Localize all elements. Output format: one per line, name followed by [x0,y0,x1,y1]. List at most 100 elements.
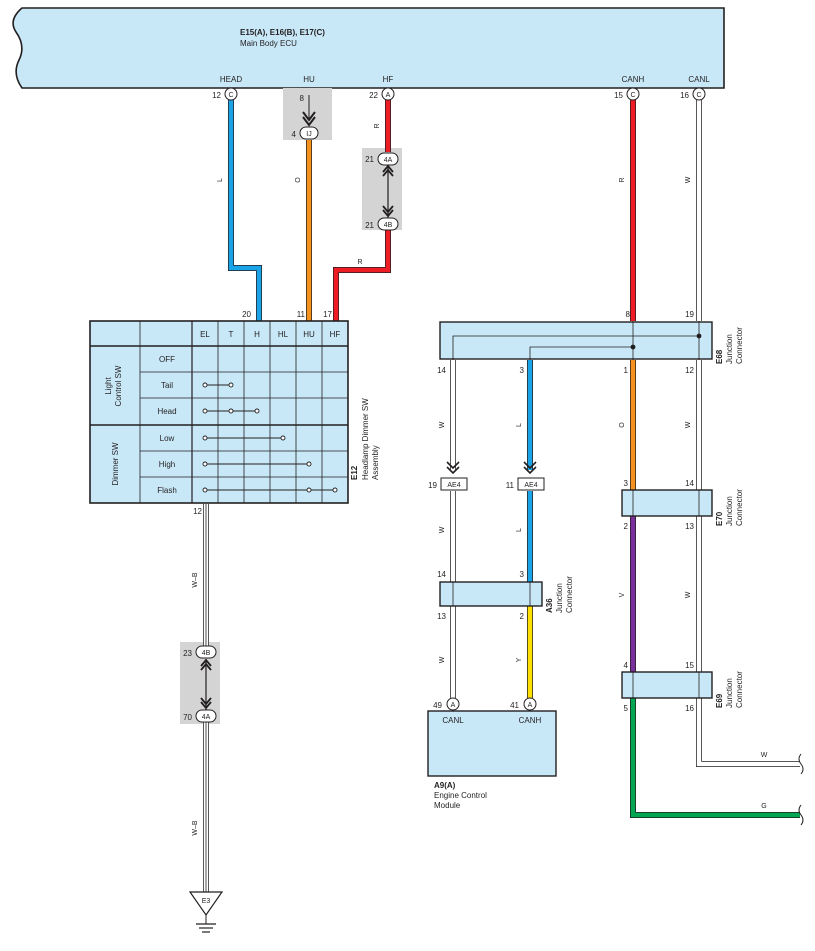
ecu-pin-hf: 22 A [369,87,395,101]
pin-conn: C [630,92,635,99]
wire-label: O [619,422,626,428]
ecu-title: E15(A), E16(B), E17(C) [240,28,325,37]
main-body-ecu: E15(A), E16(B), E17(C) Main Body ECU HEA… [12,7,725,89]
wire-label: W [761,752,768,759]
pin-conn: C [696,92,701,99]
pin-num: 41 [510,701,519,710]
wire-label: W–B [192,572,199,588]
wire-e69-16-w [696,698,800,767]
connector-4a-bottom: 70 4A [183,709,217,723]
wire-e69-5-g [630,698,800,818]
wire-hf-r [333,100,391,321]
ecu-pin-hu: 8 [300,94,316,127]
wire-label: R [357,259,362,266]
pin-num: 3 [520,570,525,579]
col-header: HU [303,330,315,339]
e70-line2: Connector [735,489,744,526]
pin-num: 2 [624,522,629,531]
wire-label: Y [516,657,523,662]
pin-num: 17 [323,310,332,319]
wire-label: G [761,803,766,810]
wire-label: W [685,591,692,598]
pin-num: 13 [437,612,446,621]
switch-id: E12 [350,465,359,480]
col-header: HL [278,330,289,339]
ecu-pin-canh: 15 C [614,87,640,101]
a36-line2: Connector [565,576,574,613]
pin-num: 2 [520,612,525,621]
pin-num: 8 [626,310,631,319]
e69-line2: Connector [735,671,744,708]
ecm-line2: Module [434,801,461,810]
pin-num: 21 [365,155,374,164]
ecu-term-canh: CANH [622,75,645,84]
switch-name-2: Assembly [371,445,380,480]
ecm-term-canl: CANL [442,716,464,725]
wire-label: O [295,177,302,183]
wire-label: W [439,656,446,663]
row-label: Tail [161,381,173,390]
e69-id: E69 [715,693,724,708]
pin-num: 1 [624,366,629,375]
junction-connector-e70: 3 14 2 13 E70 Junction Connector [621,479,744,531]
wire-label: W [439,526,446,533]
ecu-term-hf: HF [383,75,394,84]
wire-break-w [798,753,804,775]
connector-label: IJ [306,131,311,138]
wire-head-l [228,100,262,321]
pin-num: 4 [292,130,297,139]
pin-num: 49 [433,701,442,710]
pin-num: 19 [428,481,437,490]
wire-label: L [516,528,523,532]
connector-down-arrow [200,697,212,710]
wire-label: W–B [192,820,199,836]
pin-conn: C [228,92,233,99]
pin-num: 20 [242,310,251,319]
pin-num: 12 [193,507,202,516]
pin-num: 15 [685,661,694,670]
ecu-subtitle: Main Body ECU [240,39,297,48]
connector-ij: 4 IJ [292,126,319,140]
pin-num: 3 [624,479,629,488]
col-header: HF [330,330,341,339]
pin-num: 14 [685,479,694,488]
wire-label: V [619,592,626,597]
e68-line1: Junction [725,334,734,364]
ecu-term-head: HEAD [220,75,242,84]
wire-label: W [685,421,692,428]
pin-num: 3 [520,366,525,375]
junction-connector-a36: 14 3 13 2 A36 Junction Connector [437,570,574,621]
junction-connector-e69: 4 15 5 16 E69 Junction Connector [621,661,744,713]
ecu-term-hu: HU [303,75,315,84]
wire-break-g [798,804,804,826]
pin-num: 13 [685,522,694,531]
connector-ae4-left: 19 AE4 [428,461,468,491]
ecu-term-canl: CANL [688,75,710,84]
pin-num: 16 [685,704,694,713]
wire-label: L [217,178,224,182]
ecu-pin-head: 12 C [212,87,238,101]
connector-label: 4A [202,714,211,721]
wire-label: W [439,421,446,428]
group-label-light-2: Control SW [114,365,123,406]
e70-line1: Junction [725,496,734,526]
e70-id: E70 [715,511,724,526]
pin-num: 11 [297,310,306,319]
pin-num: 19 [685,310,694,319]
ecm-term-canh: CANH [519,716,542,725]
ecm-id: A9(A) [434,781,456,790]
pin-conn: A [386,92,391,99]
junction-connector-e68: 8 19 14 3 1 12 E68 Junction Connector [437,310,744,375]
pin-num: 15 [614,91,623,100]
ecu-pin-canl: 16 C [680,87,706,101]
e68-id: E68 [715,349,724,364]
switch-name: Headlamp Dimmer SW [361,398,370,480]
headlamp-dimmer-switch: 20 11 17 EL T H HL HU HF Light Control S… [89,310,380,516]
connector-label: 4B [202,650,211,657]
e69-line1: Junction [725,678,734,708]
wire-label: W [685,176,692,183]
row-label: Head [157,407,176,416]
pin-num: 14 [437,570,446,579]
